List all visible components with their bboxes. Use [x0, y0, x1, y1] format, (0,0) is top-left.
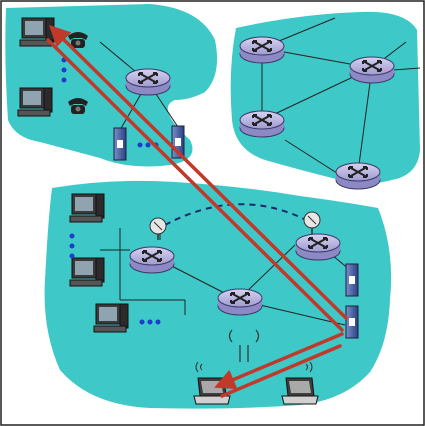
laptop-wireless-icon [195, 361, 313, 373]
desktop-bottom-1 [69, 193, 105, 223]
desktop-bottom-3 [93, 303, 129, 333]
laptop-2 [281, 377, 319, 405]
router-bottom-c [217, 288, 263, 316]
highlighted-path [46, 25, 348, 398]
server-top-1 [113, 127, 127, 161]
router-top-left-region [125, 68, 171, 96]
wifi-antenna-1 [228, 329, 260, 362]
router-right-b [349, 56, 395, 84]
router-bottom-a [129, 246, 175, 274]
desktop-top-2 [17, 87, 53, 117]
router-right-c [239, 110, 285, 138]
desktop-bottom-2 [69, 257, 105, 287]
server-bottom-2 [345, 305, 359, 339]
router-bottom-b [295, 233, 341, 261]
router-right-d [335, 162, 381, 190]
server-bottom-1 [345, 263, 359, 297]
router-right-a [239, 36, 285, 64]
radio-link-dashed [164, 203, 311, 226]
